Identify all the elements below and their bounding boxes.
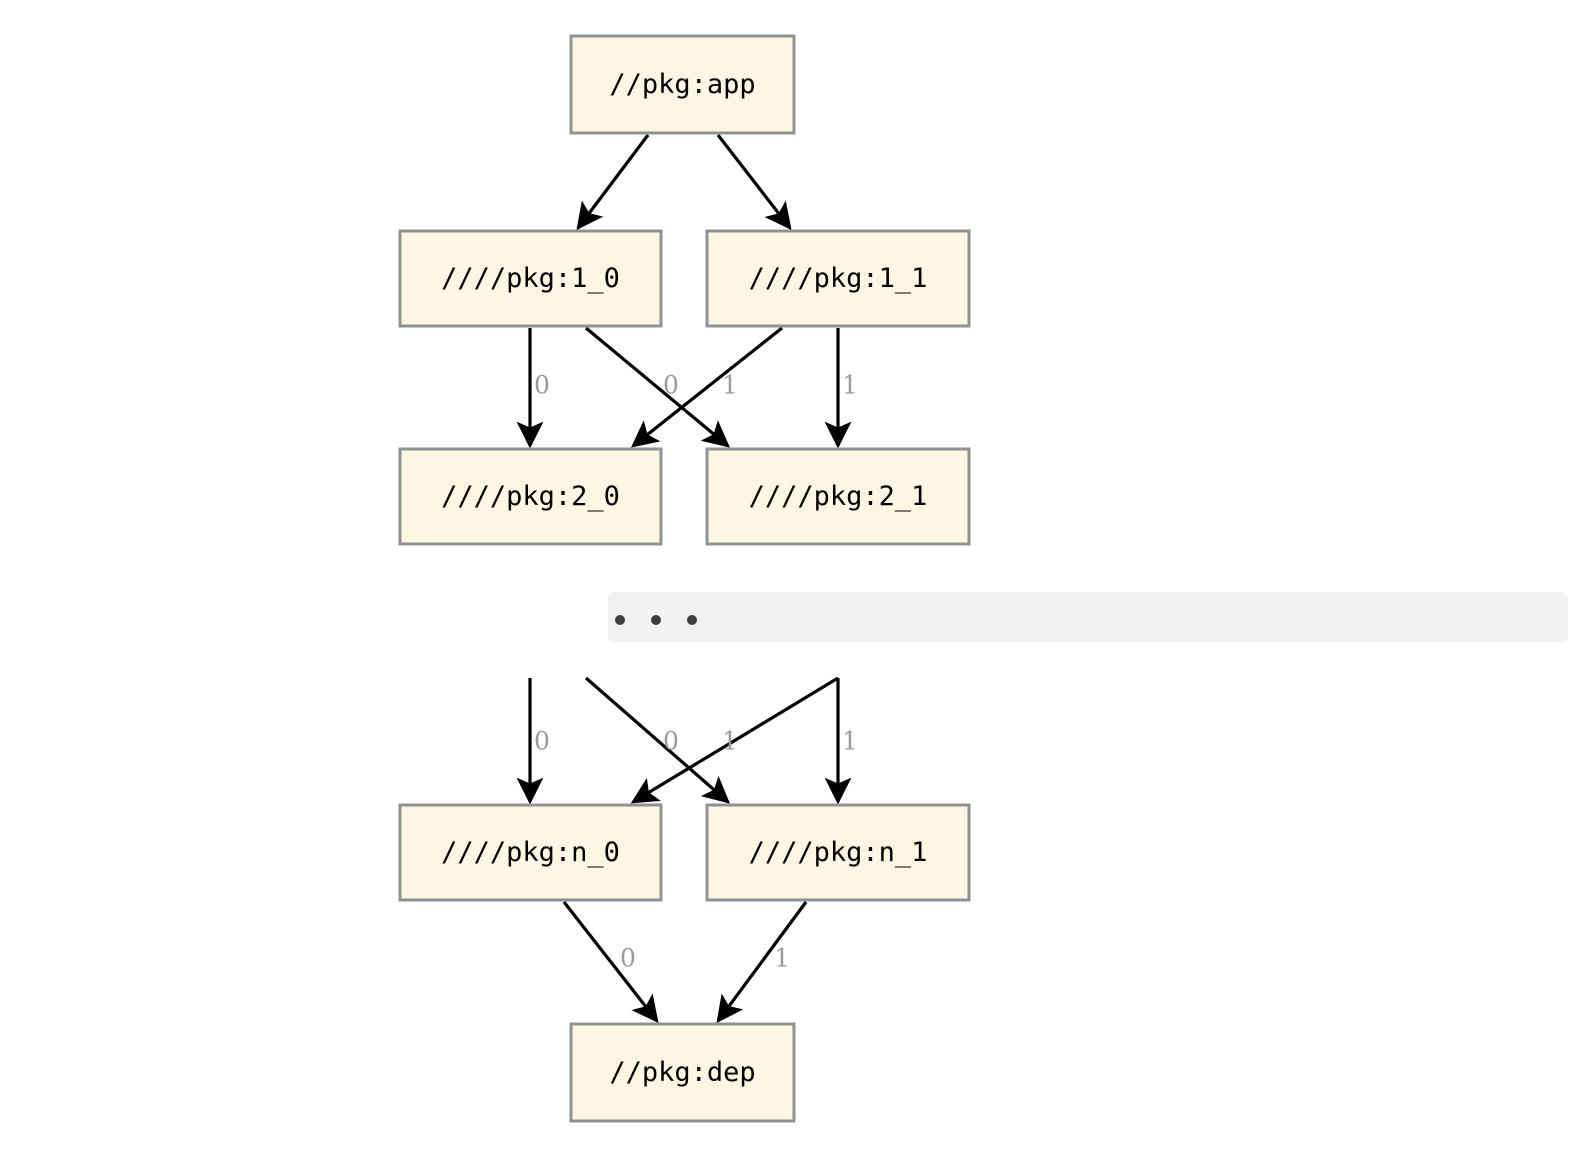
node-label-ln_0: ////pkg:n_0 bbox=[441, 837, 620, 868]
node-l2_0[interactable]: ////pkg:2_0 bbox=[398, 447, 663, 546]
edge-label-e-11-20: 0 bbox=[663, 371, 679, 400]
edge-labels-layer: 0 1 0 1 0 1 0 1 0 1 bbox=[534, 371, 858, 973]
edge-label-e-dangle-n1c: 1 bbox=[722, 727, 738, 756]
edge-e-app-10 bbox=[576, 134, 650, 231]
node-l1_1[interactable]: ////pkg:1_1 bbox=[705, 229, 971, 328]
node-box-dep[interactable] bbox=[569, 1022, 796, 1123]
ellipsis-band bbox=[608, 592, 1568, 642]
node-box-l1_0[interactable] bbox=[398, 229, 663, 328]
edge-label-e-11-21: 1 bbox=[842, 371, 858, 400]
ellipsis-dot-0 bbox=[615, 615, 625, 625]
node-label-l2_1: ////pkg:2_1 bbox=[749, 481, 928, 512]
edge-label-e-10-21: 1 bbox=[722, 371, 738, 400]
edge-label-e-10-20: 0 bbox=[534, 371, 550, 400]
node-label-l2_0: ////pkg:2_0 bbox=[441, 481, 620, 512]
node-ln_0[interactable]: ////pkg:n_0 bbox=[398, 803, 663, 902]
node-box-app[interactable] bbox=[569, 34, 796, 135]
edge-label-e-n1-dep: 1 bbox=[774, 944, 790, 973]
node-l2_1[interactable]: ////pkg:2_1 bbox=[705, 447, 971, 546]
node-box-l2_1[interactable] bbox=[705, 447, 971, 546]
edge-e-dangle-n0c bbox=[630, 676, 839, 804]
node-dep[interactable]: //pkg:dep bbox=[569, 1022, 796, 1123]
node-ln_1[interactable]: ////pkg:n_1 bbox=[705, 803, 971, 902]
edge-e-app-11 bbox=[716, 134, 792, 231]
edge-e-dangle-n1c bbox=[584, 676, 730, 804]
nodes-layer: //pkg:app ////pkg:1_0 ////pkg:1_1 ////pkg:2… bbox=[398, 34, 971, 1123]
edge-label-e-n0-dep: 0 bbox=[620, 944, 636, 973]
ellipsis-dot-2 bbox=[687, 615, 697, 625]
node-box-ln_0[interactable] bbox=[398, 803, 663, 902]
node-label-l1_0: ////pkg:1_0 bbox=[441, 263, 620, 294]
ellipsis-dot-1 bbox=[651, 615, 661, 625]
node-label-dep: //pkg:dep bbox=[609, 1057, 755, 1088]
edges-layer bbox=[516, 134, 852, 1024]
edge-label-e-dangle-n0c: 0 bbox=[663, 727, 679, 756]
node-label-app: //pkg:app bbox=[609, 69, 755, 100]
edge-e-n0-dep bbox=[562, 901, 659, 1024]
edge-label-e-dangle-n0: 0 bbox=[534, 727, 550, 756]
edge-label-e-dangle-n1: 1 bbox=[842, 727, 858, 756]
node-box-ln_1[interactable] bbox=[705, 803, 971, 902]
edge-e-n1-dep bbox=[716, 901, 808, 1024]
edge-e-11-20 bbox=[630, 326, 783, 448]
ellipsis-separator bbox=[608, 592, 1568, 642]
node-app[interactable]: //pkg:app bbox=[569, 34, 796, 135]
node-box-l2_0[interactable] bbox=[398, 447, 663, 546]
edge-e-10-21 bbox=[584, 326, 730, 448]
node-label-l1_1: ////pkg:1_1 bbox=[749, 263, 928, 294]
node-box-l1_1[interactable] bbox=[705, 229, 971, 328]
node-l1_0[interactable]: ////pkg:1_0 bbox=[398, 229, 663, 328]
node-label-ln_1: ////pkg:n_1 bbox=[749, 837, 928, 868]
